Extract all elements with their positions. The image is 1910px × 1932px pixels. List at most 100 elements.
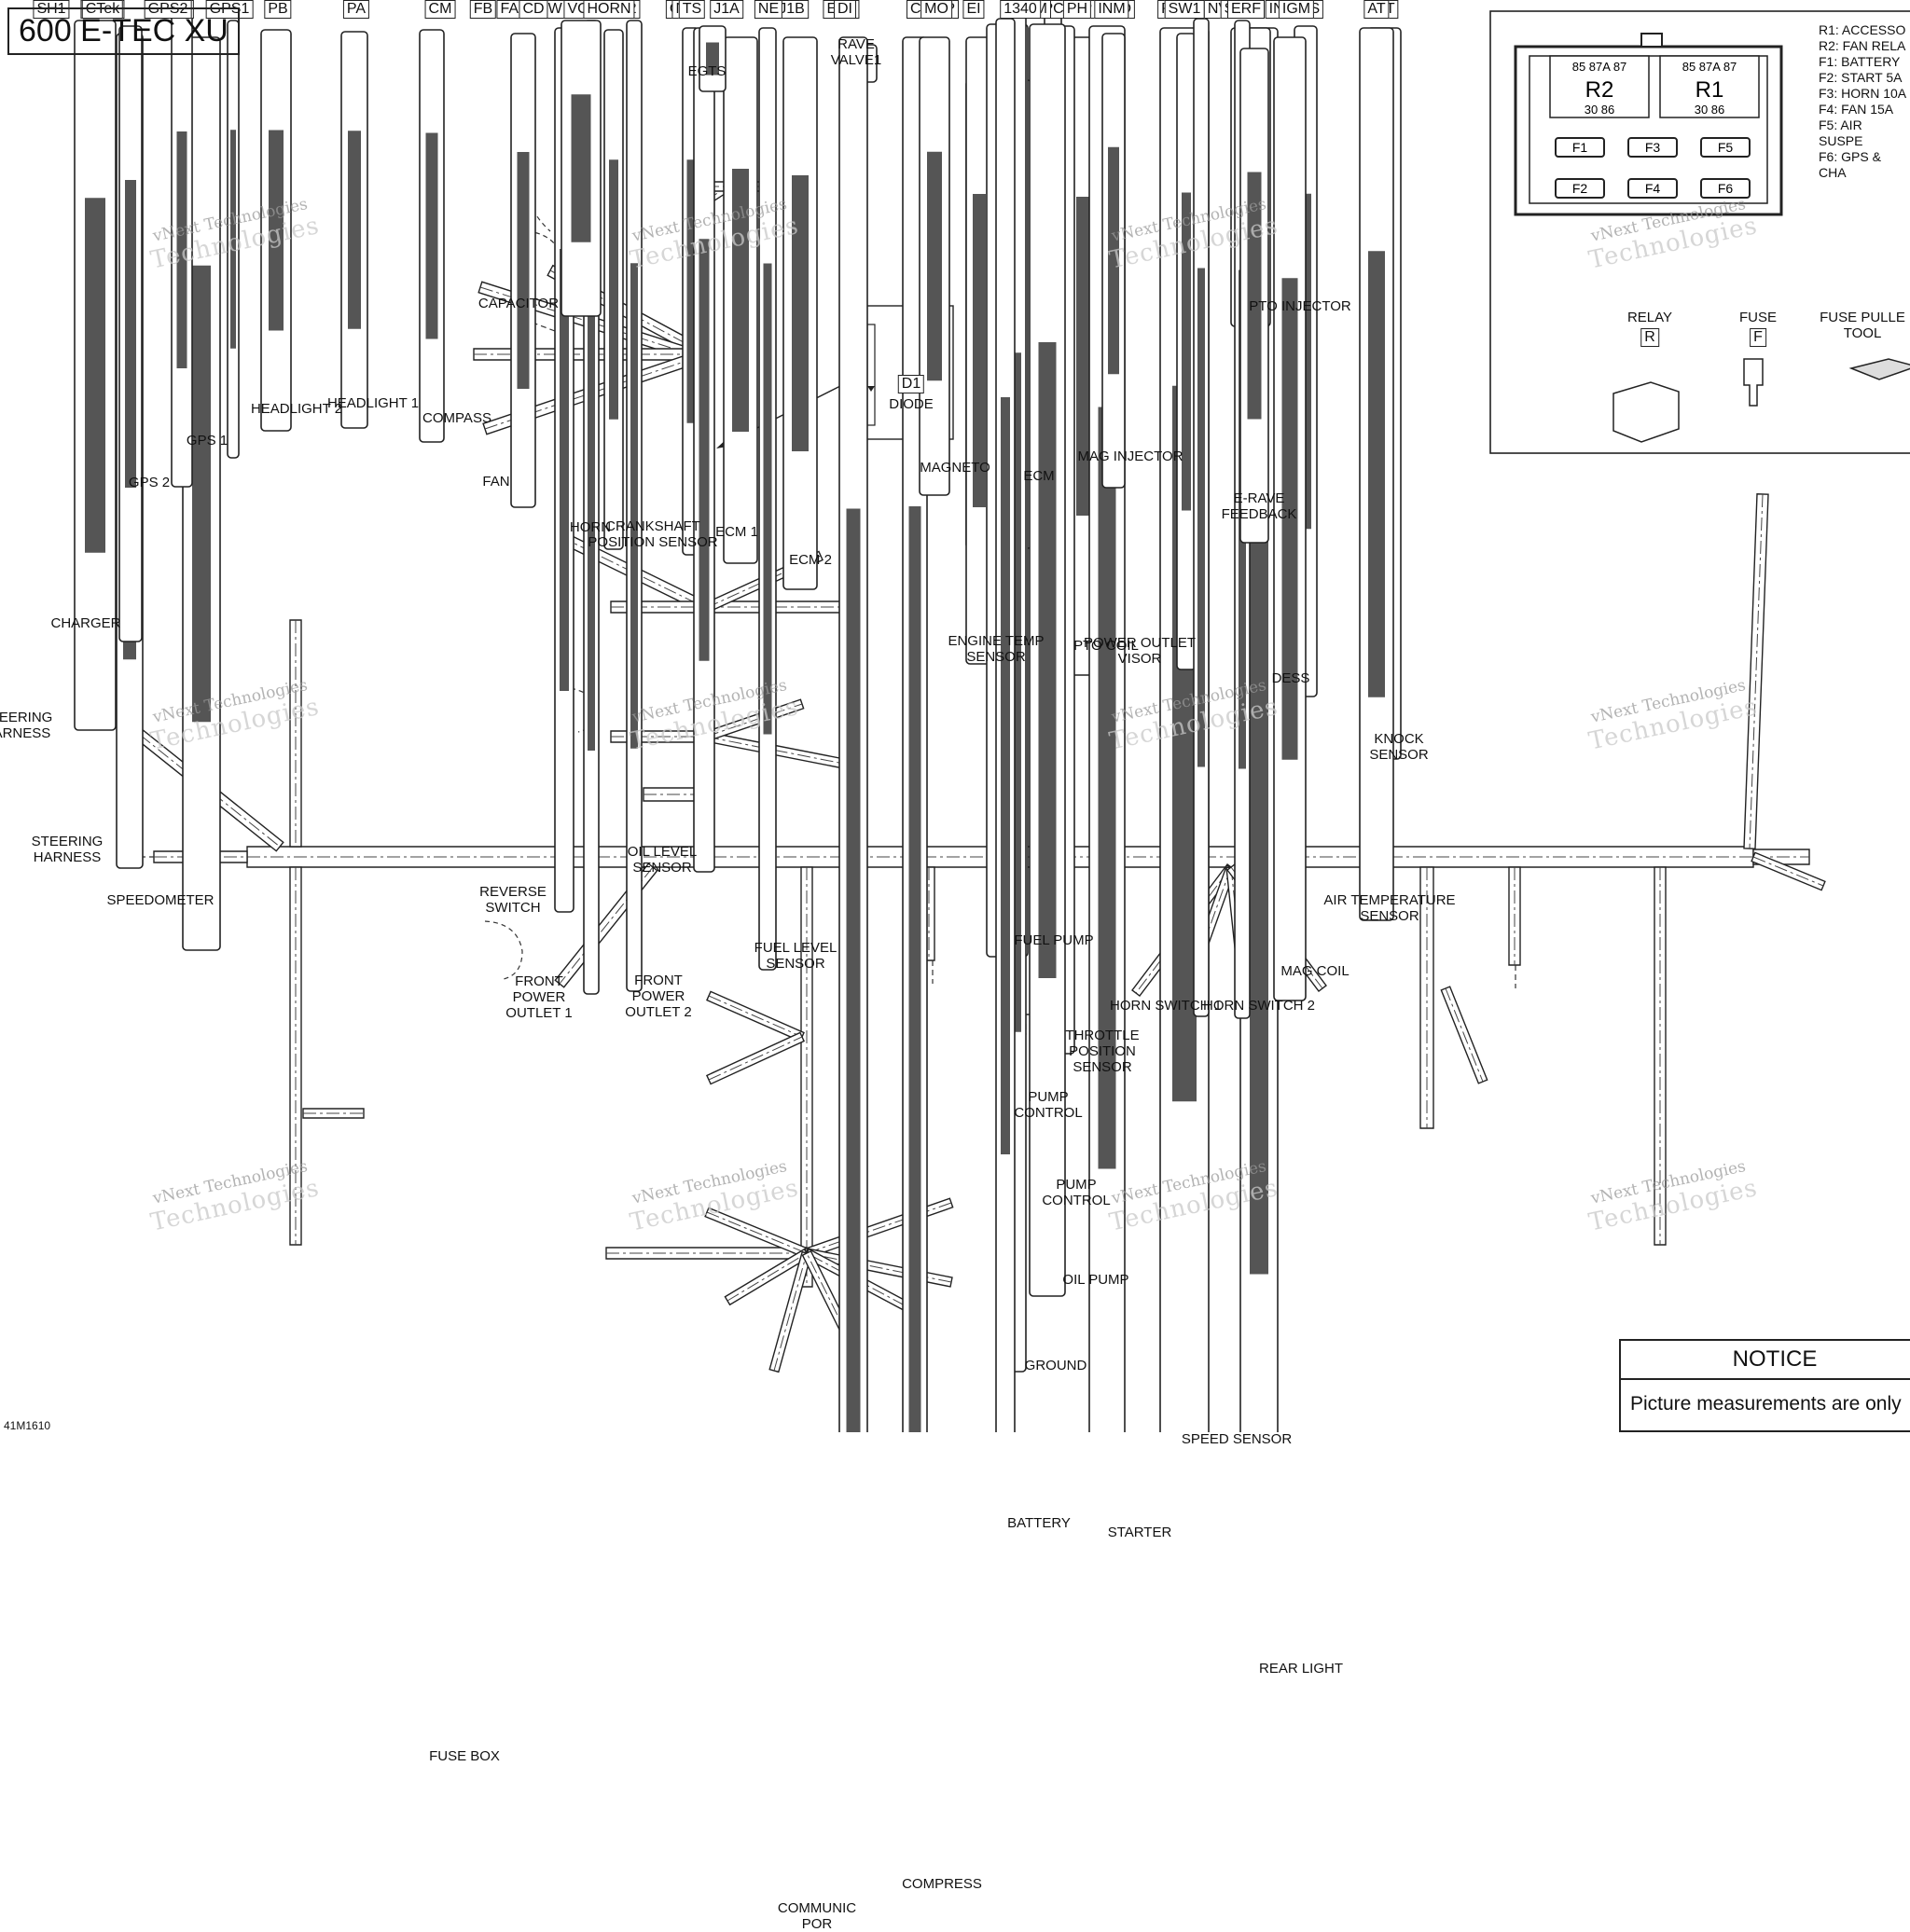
connector-pin-icon [571,94,591,242]
connector-j2-label: ECM [1023,468,1055,484]
fuse-icon [1743,358,1764,407]
relay-pins-top: 85 87A 87 [1572,60,1627,74]
connector-1340-label: BATTERY [1007,1515,1071,1531]
connector-pin-icon [1001,397,1010,1154]
connector-horn-code: HORN [583,0,635,19]
connector-ph-label: OIL PUMP [1062,1272,1129,1288]
connector-pin-icon [517,152,530,389]
notice-box: NOTICE Picture measurements are only [1619,1339,1910,1432]
relay-name: R1 [1695,77,1724,103]
connector-igp-label: PTO COIL [1073,638,1139,654]
harness-branch [768,1250,812,1373]
connector-sa-label: REAR LIGHT [1258,1661,1344,1677]
connector-pin-icon [732,169,749,432]
harness-branch [1654,866,1667,1246]
connector-pin-icon [125,180,136,488]
connector-pa-code: PA [342,0,370,19]
fusebox-part-code: R [1640,328,1659,347]
harness-branch [1508,866,1521,966]
legend-line: R2: FAN RELA [1819,38,1906,53]
connector-pin-icon [1108,146,1119,375]
fuse-puller-icon [1848,358,1910,380]
legend-line: F4: FAN 15A [1819,102,1894,117]
connector-at-code: AT [1363,0,1390,19]
lead-wire [484,920,523,980]
connector-gps2-label: GPS 2 [128,475,171,490]
harness-branch [705,1031,806,1085]
connector-cv-label: SPEEDOMETER [106,892,215,908]
connector-pin-icon [1038,342,1057,978]
diode-label: DIODE [889,396,934,412]
connector-pin-icon [706,42,719,76]
connector-mo-code: MO [920,0,952,19]
notice-heading: NOTICE [1621,1341,1910,1380]
diode-icon [867,386,875,392]
connector-pin-icon [1247,172,1262,420]
connector-pin-icon [927,151,942,381]
diode-symbol [866,324,876,426]
relay-r2-slot [1549,55,1650,118]
relay-icon [1612,381,1680,443]
connector-pin-icon [560,249,569,691]
connector-ds-label: DESS [1271,670,1310,686]
connector-pin-icon [269,130,284,331]
harness-branch [1743,493,1769,849]
connector-pin-icon [1098,407,1116,1169]
harness-branch [1751,851,1826,891]
fuse-slot-label: F5 [1718,140,1734,155]
connector-pin-icon [1281,278,1298,760]
fusebox-legend: R1: ACCESSO R2: FAN RELA F1: BATTERY F2:… [1819,22,1910,181]
diagram-title: 600 E-TEC XU [7,7,240,55]
connector-gps1-code: GPS1 [205,0,254,19]
connector-comp-label: COMPRESS [902,1876,982,1892]
connector-pin-icon [1368,251,1385,697]
diode-code: D1 [897,375,925,393]
connector-j1b-code: J1B [775,0,809,19]
connector-di-code: DI [834,0,856,19]
connector-pin-icon [230,130,236,349]
fuse-slot-label: F1 [1572,140,1588,155]
connector-sw1-label: HORN SWITCH 1 [1110,998,1222,1014]
connector-fan-label: FAN [482,474,510,490]
fusebox-part-label: RELAY [1626,310,1673,325]
legend-line: R1: ACCESSO [1819,22,1906,37]
harness-branch [706,990,805,1042]
connector-sw2-label: HORN SWITCH 2 [1203,998,1315,1014]
harness-branch [1419,866,1434,1129]
harness-branch [302,1108,365,1119]
connector-igm-code: IGM [1278,0,1315,19]
connector-fb-label: FUSE BOX [429,1748,500,1764]
connector-pin-icon [973,194,986,507]
connector-erf-code: ERF [1227,0,1265,19]
connector-cd-label: CAPACITOR [478,296,560,311]
connector-cd-code: CD [519,0,548,19]
connector-sw1-code: SW1 [1164,0,1205,19]
fuse-slot [1700,178,1751,199]
connector-cm-code: CM [424,0,456,19]
harness-branch [704,731,860,772]
connector-pin-icon [686,159,696,423]
connector-pin-icon [792,175,809,451]
connector-gps1-label: GPS 1 [186,433,228,448]
connector-pin-icon [192,265,211,723]
connector-pin-icon [1076,197,1091,516]
relay-r1-slot [1659,55,1760,118]
harness-branch [800,866,813,1288]
legend-line: F6: GPS & CHA [1819,149,1881,180]
harness-branch [804,1197,954,1259]
connector-j1b-label: ECM 2 [789,552,832,568]
fusebox-part-code: F [1750,328,1766,347]
connector-ne-code: NE [754,0,783,19]
fuse-slot [1555,137,1605,158]
harness-branch [289,866,302,1246]
